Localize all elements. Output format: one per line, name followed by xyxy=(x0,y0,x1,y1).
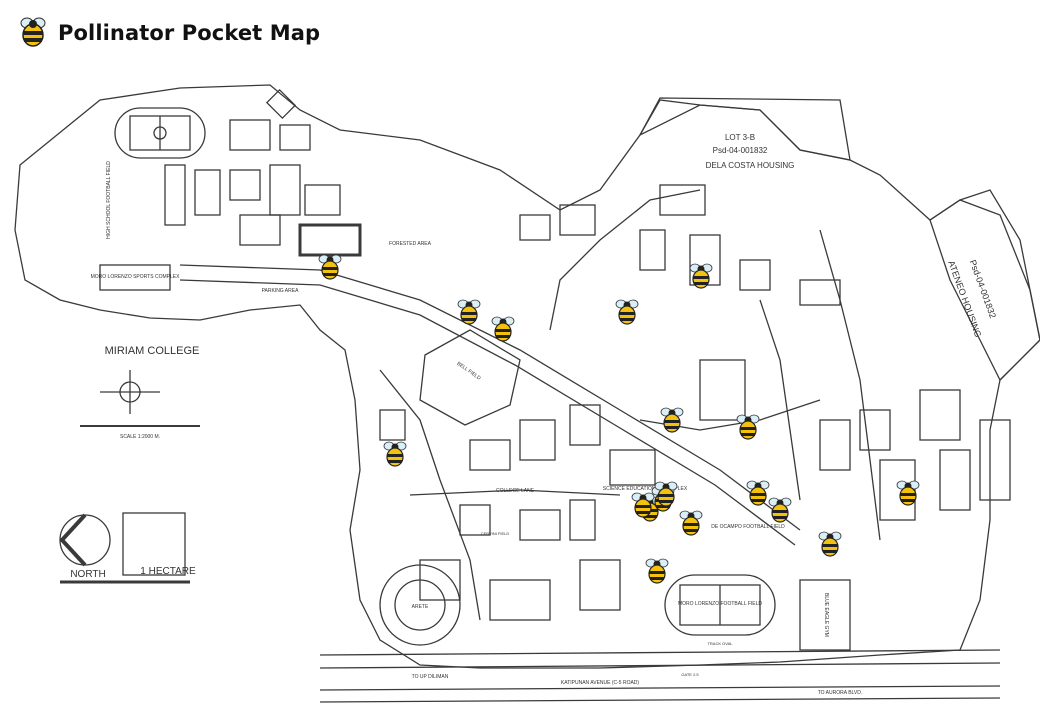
moro-lorenzo-label: MORO LORENZO FOOTBALL FIELD xyxy=(678,601,762,607)
bee-marker-icon[interactable] xyxy=(318,254,342,280)
bee-marker-icon[interactable] xyxy=(689,263,713,289)
arete-label: ARETE xyxy=(412,604,429,610)
bee-marker-icon[interactable] xyxy=(491,316,515,342)
bee-marker-icon[interactable] xyxy=(615,299,639,325)
track-oval-label: TRACK OVAL xyxy=(707,641,733,646)
lot-3b-parcel xyxy=(638,97,851,161)
cervini-label: CERVINI FIELD xyxy=(481,531,510,536)
ateneo-housing-parcel xyxy=(929,199,1040,382)
bee-markers xyxy=(318,254,920,584)
bee-marker-icon[interactable] xyxy=(746,480,770,506)
scale-label: SCALE 1:2000 M. xyxy=(120,434,160,440)
page-title: Pollinator Pocket Map xyxy=(58,21,321,45)
college-lane-label: COLLEGE LANE xyxy=(496,488,535,494)
katipunan-label: KATIPUNAN AVENUE (C-5 ROAD) xyxy=(561,680,639,686)
bee-marker-icon[interactable] xyxy=(457,299,481,325)
gate-label: GATE 2.5 xyxy=(681,672,699,677)
sports-complex-label: MORO LORENZO SPORTS COMPLEX xyxy=(91,274,180,280)
football-field-label: HIGH SCHOOL FOOTBALL FIELD xyxy=(106,161,112,239)
bee-icon xyxy=(18,14,48,53)
bee-marker-icon[interactable] xyxy=(896,480,920,506)
hectare-label: 1 HECTARE xyxy=(140,566,196,577)
miriam-label: MIRIAM COLLEGE xyxy=(105,345,200,357)
bee-marker-icon[interactable] xyxy=(645,558,669,584)
housing-label: DELA COSTA HOUSING xyxy=(706,161,795,170)
bee-marker-icon[interactable] xyxy=(768,497,792,523)
psd-label: Psd-04-001832 xyxy=(713,146,768,155)
bee-marker-icon[interactable] xyxy=(383,441,407,467)
bee-marker-icon[interactable] xyxy=(818,531,842,557)
forested-area-label: FORESTED AREA xyxy=(389,241,432,247)
to-aurora-label: TO AURORA BLVD. xyxy=(818,690,863,696)
bee-marker-icon[interactable] xyxy=(679,510,703,536)
lot-label: LOT 3-B xyxy=(725,133,755,142)
de-ocampo-label: DE OCAMPO FOOTBALL FIELD xyxy=(711,524,785,530)
north-label: NORTH xyxy=(70,569,105,580)
bee-marker-icon[interactable] xyxy=(631,492,655,518)
bee-marker-icon[interactable] xyxy=(736,414,760,440)
blue-eagle-gym-label: BLUE EAGLE GYM xyxy=(823,593,829,637)
science-complex-label: SCIENCE EDUCATIONAL COMPLEX xyxy=(603,486,688,492)
to-up-label: TO UP DILIMAN xyxy=(412,674,449,680)
parking-area-label: PARKING AREA xyxy=(262,288,300,294)
header: Pollinator Pocket Map xyxy=(18,14,320,52)
bee-marker-icon[interactable] xyxy=(654,481,678,507)
bell-field-label: BELL FIELD xyxy=(456,361,482,382)
bee-marker-icon[interactable] xyxy=(660,407,684,433)
